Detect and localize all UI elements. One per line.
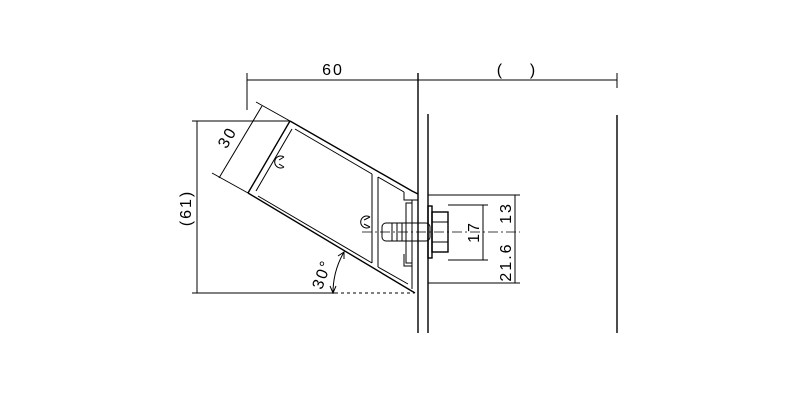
top-dimension: 60 ( ) [246,62,618,110]
profile-inner-left [255,128,293,192]
wall [417,73,618,333]
top-gap-label: ( ) [497,62,537,79]
bolt-span-label: 17 [466,221,483,243]
slant-extension-top [255,101,291,122]
lower-offset-label: 21.6 [498,242,515,281]
slant-dimension: 30 [211,101,291,194]
clip-lower [360,215,371,229]
profile-hook [403,192,418,201]
slant-dimension-line [218,105,263,179]
angle-arrow-top [337,251,345,259]
slant-extension-bottom [211,172,249,194]
profile-outer-top [289,120,419,195]
top-width-label: 60 [322,62,344,79]
profile [247,120,419,294]
profile-inner-bottom-right [377,266,409,285]
profile-inner-top [294,128,373,175]
bolt-assembly [362,202,520,264]
height-dimension: (61) [178,120,414,294]
profile-bottom-lip [403,254,412,267]
angle-label: 30° [310,257,336,291]
bolt-head-flange [405,202,413,264]
clip-upper [274,155,285,169]
profile-inner-bottom [257,195,373,264]
overall-height-label: (61) [178,190,195,226]
angle-arrow-bottom [329,285,337,295]
profile-outer-left [247,120,291,194]
angle-dimension: 30° [310,251,345,295]
profile-inner-top-right [377,176,405,193]
angle-arc [332,251,345,294]
profile-outer-bottom [247,192,416,294]
upper-offset-label: 13 [498,202,515,224]
bolt-dimensions: 13 21.6 17 [428,194,520,284]
